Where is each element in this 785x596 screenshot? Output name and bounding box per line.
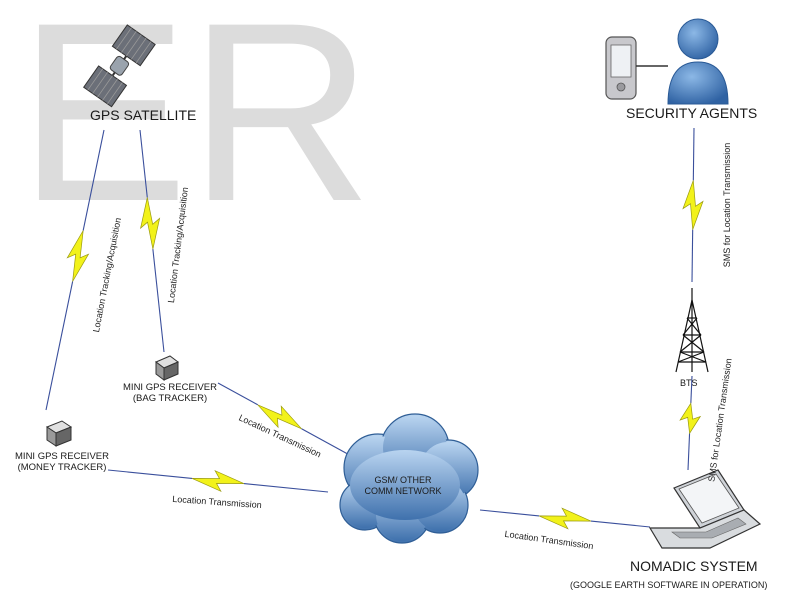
lightning-icon xyxy=(257,404,302,430)
link-bts-nomadic xyxy=(679,375,702,471)
link-line xyxy=(82,129,105,231)
gps-receiver-icon xyxy=(45,420,73,447)
link-sat-bag xyxy=(139,129,165,353)
link-money-network xyxy=(107,469,329,493)
lightning-icon xyxy=(679,402,702,435)
link-line xyxy=(45,281,74,411)
link-bag-network xyxy=(217,382,356,459)
gps-receiver-icon xyxy=(155,355,179,381)
bag-tracker-label-line1: MINI GPS RECEIVER xyxy=(123,382,217,393)
network-label-line1: GSM/ OTHER xyxy=(374,475,432,485)
lightning-icon xyxy=(538,507,592,530)
bag-tracker-label-line2: (BAG TRACKER) xyxy=(132,393,208,404)
network-label-line2: COMM NETWORK xyxy=(364,486,442,496)
gps-satellite-label: GPS SATELLITE xyxy=(90,107,197,123)
link-agents-bts xyxy=(682,127,704,283)
tower-icon xyxy=(675,288,709,373)
link-line xyxy=(479,509,540,517)
nomadic-system-label: NOMADIC SYSTEM xyxy=(630,558,758,574)
bts-label: BTS xyxy=(680,378,698,388)
link-line xyxy=(687,433,691,471)
cloud-icon xyxy=(339,413,479,544)
money-tracker-label-line1: MINI GPS RECEIVER xyxy=(15,451,109,462)
lightning-icon xyxy=(66,230,90,282)
watermark-text: ER xyxy=(18,0,373,255)
lightning-icon xyxy=(140,197,161,250)
link-network-nomadic xyxy=(479,507,651,530)
nomadic-system-sublabel: (GOOGLE EARTH SOFTWARE IN OPERATION) xyxy=(570,580,768,590)
link-sat-money xyxy=(45,129,105,411)
link-line xyxy=(692,127,695,181)
link-line xyxy=(690,375,693,404)
link-line xyxy=(107,469,193,479)
money-tracker-label: MINI GPS RECEIVER (MONEY TRACKER) xyxy=(3,451,121,473)
link-line xyxy=(590,520,651,528)
link-line xyxy=(152,249,165,353)
links-layer xyxy=(45,127,704,530)
laptop-icon xyxy=(648,469,762,549)
link-line xyxy=(243,483,329,493)
security-agents-label: SECURITY AGENTS xyxy=(626,105,758,121)
person-icon xyxy=(667,18,729,105)
edge-label-agents-bts: SMS for Location Transmission xyxy=(722,142,732,268)
bag-tracker-label: MINI GPS RECEIVER (BAG TRACKER) xyxy=(111,382,229,404)
link-line xyxy=(691,229,694,283)
link-line xyxy=(301,428,356,459)
lightning-icon xyxy=(191,469,245,493)
lightning-icon xyxy=(682,180,704,230)
money-tracker-label-line2: (MONEY TRACKER) xyxy=(17,462,107,473)
link-line xyxy=(139,129,148,198)
network-label: GSM/ OTHER COMM NETWORK xyxy=(358,475,448,497)
link-line xyxy=(217,382,258,406)
satellite-icon xyxy=(83,24,156,108)
pda-icon xyxy=(605,36,668,100)
